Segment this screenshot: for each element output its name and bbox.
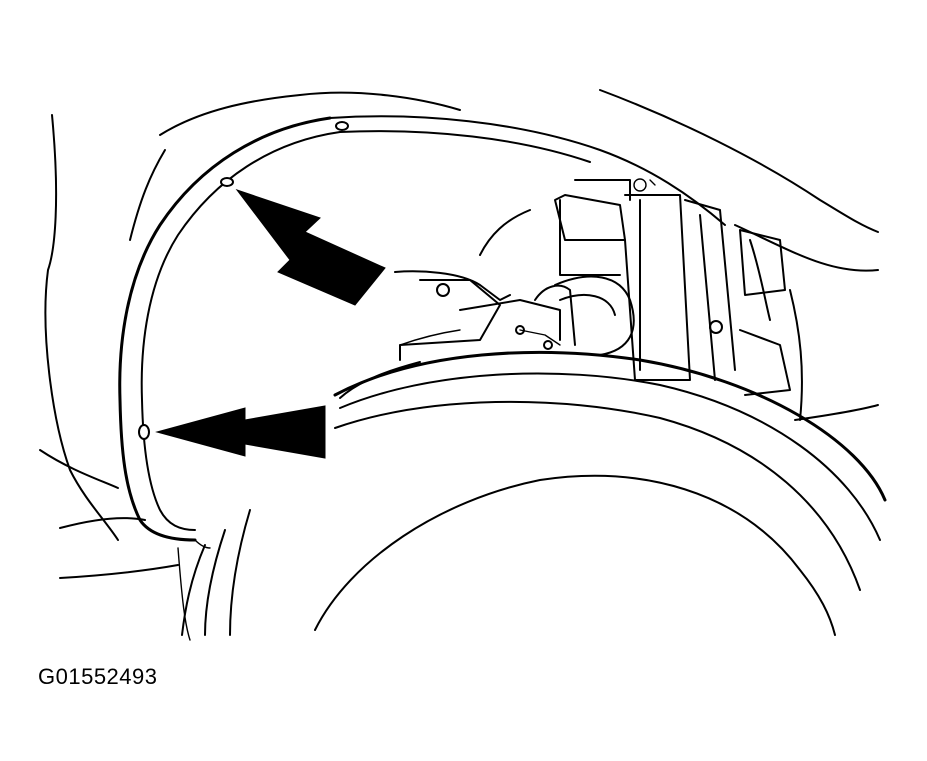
fender-arch xyxy=(129,89,879,241)
fastener-right xyxy=(709,320,723,334)
fender-panel xyxy=(39,114,191,641)
figure-id-label: G01552493 xyxy=(38,664,158,689)
engine-components xyxy=(394,178,879,421)
fastener-lower xyxy=(138,424,150,440)
wheel-well-liner xyxy=(118,115,726,549)
lower-fastener-arrow xyxy=(155,405,326,459)
tire xyxy=(181,329,887,636)
upper-fastener-arrow xyxy=(235,189,386,306)
fastener-upper xyxy=(220,177,234,187)
callouts xyxy=(155,189,386,459)
fastener-top xyxy=(335,121,349,131)
fastener-bracket xyxy=(436,283,450,297)
